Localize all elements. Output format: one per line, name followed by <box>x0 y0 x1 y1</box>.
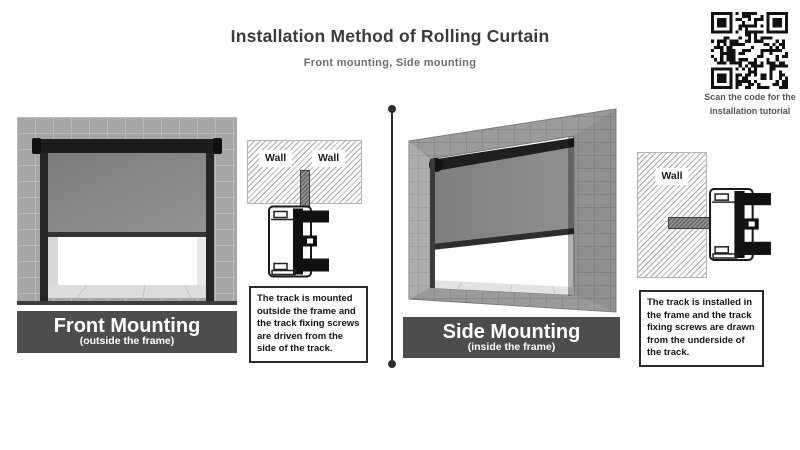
qr-caption-line2: installation tutorial <box>709 105 791 116</box>
section-divider <box>391 109 393 362</box>
wall-label: Wall <box>259 150 293 167</box>
divider-dot-top <box>388 105 396 113</box>
front-mounting-photo <box>17 117 237 308</box>
side-mounting-title: Side Mounting <box>442 320 581 343</box>
qr-code <box>711 12 788 89</box>
front-mounting-description: The track is mounted outside the frame a… <box>249 286 368 363</box>
divider-dot-bottom <box>388 360 396 368</box>
side-mounting-description: The track is installed in the frame and … <box>639 290 764 367</box>
page-title: Installation Method of Rolling Curtain <box>230 26 550 46</box>
front-track-profile <box>267 203 333 280</box>
page-subtitle: Front mounting, Side mounting <box>303 57 477 69</box>
side-wall-cross-section: Wall <box>637 152 707 278</box>
front-mounting-banner: Front Mounting (outside the frame) <box>17 311 237 353</box>
side-track-profile <box>708 183 775 266</box>
qr-caption: Scan the code for the installation tutor… <box>686 91 800 118</box>
qr-caption-line1: Scan the code for the <box>704 92 796 102</box>
wall-label: Wall <box>312 150 346 167</box>
side-mounting-photo <box>402 103 628 317</box>
wall-label: Wall <box>655 168 689 185</box>
side-mounting-banner: Side Mounting (inside the frame) <box>403 317 620 358</box>
front-mounting-title: Front Mounting <box>53 315 201 338</box>
side-mounting-subtitle: (inside the frame) <box>467 340 556 353</box>
front-mounting-subtitle: (outside the frame) <box>79 335 175 348</box>
